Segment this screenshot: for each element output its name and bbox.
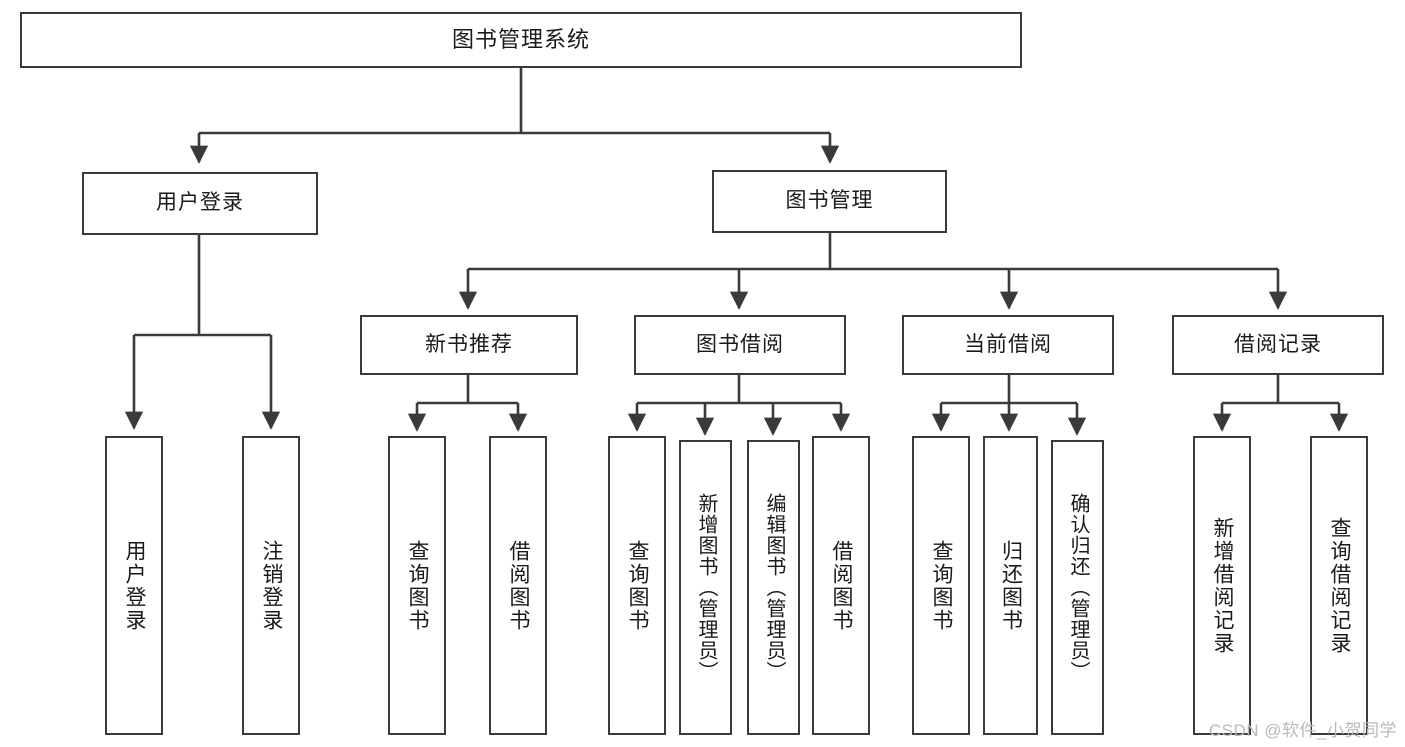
node-root-book-management-system[interactable]: 图书管理系统 — [20, 12, 1022, 68]
leaf-current-borrow-return-book[interactable]: 归还图书 — [983, 436, 1038, 735]
node-book-management[interactable]: 图书管理 — [712, 170, 947, 233]
node-label: 用户登录 — [156, 191, 244, 215]
node-label: 用户登录 — [123, 539, 147, 632]
node-borrow-record[interactable]: 借阅记录 — [1172, 315, 1384, 375]
node-label: 当前借阅 — [964, 332, 1052, 356]
csdn-watermark: CSDN @软件_小贺同学 — [1208, 721, 1397, 740]
node-label: 查询借阅记录 — [1328, 516, 1352, 655]
leaf-book-borrow-query-book[interactable]: 查询图书 — [608, 436, 666, 735]
node-label: 新增借阅记录 — [1211, 516, 1235, 655]
node-label: 确认归还（管理员） — [1067, 493, 1089, 682]
leaf-new-book-query-book[interactable]: 查询图书 — [388, 436, 446, 735]
node-label: 归还图书 — [999, 539, 1023, 632]
leaf-borrow-record-query-record[interactable]: 查询借阅记录 — [1310, 436, 1368, 735]
node-book-borrow[interactable]: 图书借阅 — [634, 315, 846, 375]
node-label: 借阅图书 — [830, 539, 854, 632]
leaf-borrow-record-add-record[interactable]: 新增借阅记录 — [1193, 436, 1251, 735]
leaf-new-book-borrow-book[interactable]: 借阅图书 — [489, 436, 547, 735]
leaf-user-login-logout[interactable]: 注销登录 — [242, 436, 300, 735]
node-current-borrow[interactable]: 当前借阅 — [902, 315, 1114, 375]
node-label: 编辑图书（管理员） — [763, 493, 785, 682]
node-label: 图书管理系统 — [451, 27, 590, 53]
node-label: 查询图书 — [626, 539, 650, 632]
leaf-book-borrow-add-book-admin[interactable]: 新增图书（管理员） — [679, 440, 732, 735]
node-user-login[interactable]: 用户登录 — [82, 172, 318, 235]
node-label: 图书管理 — [785, 189, 874, 213]
node-label: 注销登录 — [260, 539, 284, 632]
node-label: 借阅图书 — [507, 539, 531, 632]
leaf-current-borrow-query-book[interactable]: 查询图书 — [912, 436, 970, 735]
leaf-book-borrow-borrow-book[interactable]: 借阅图书 — [812, 436, 870, 735]
node-label: 查询图书 — [406, 539, 430, 632]
node-label: 借阅记录 — [1234, 332, 1322, 356]
node-label: 图书借阅 — [696, 332, 784, 356]
node-label: 新增图书（管理员） — [695, 493, 717, 682]
leaf-user-login-login[interactable]: 用户登录 — [105, 436, 163, 735]
node-label: 查询图书 — [930, 539, 954, 632]
node-label: 新书推荐 — [425, 332, 513, 356]
leaf-book-borrow-edit-book-admin[interactable]: 编辑图书（管理员） — [747, 440, 800, 735]
leaf-current-borrow-confirm-return-admin[interactable]: 确认归还（管理员） — [1051, 440, 1104, 735]
node-new-book-recommend[interactable]: 新书推荐 — [360, 315, 578, 375]
